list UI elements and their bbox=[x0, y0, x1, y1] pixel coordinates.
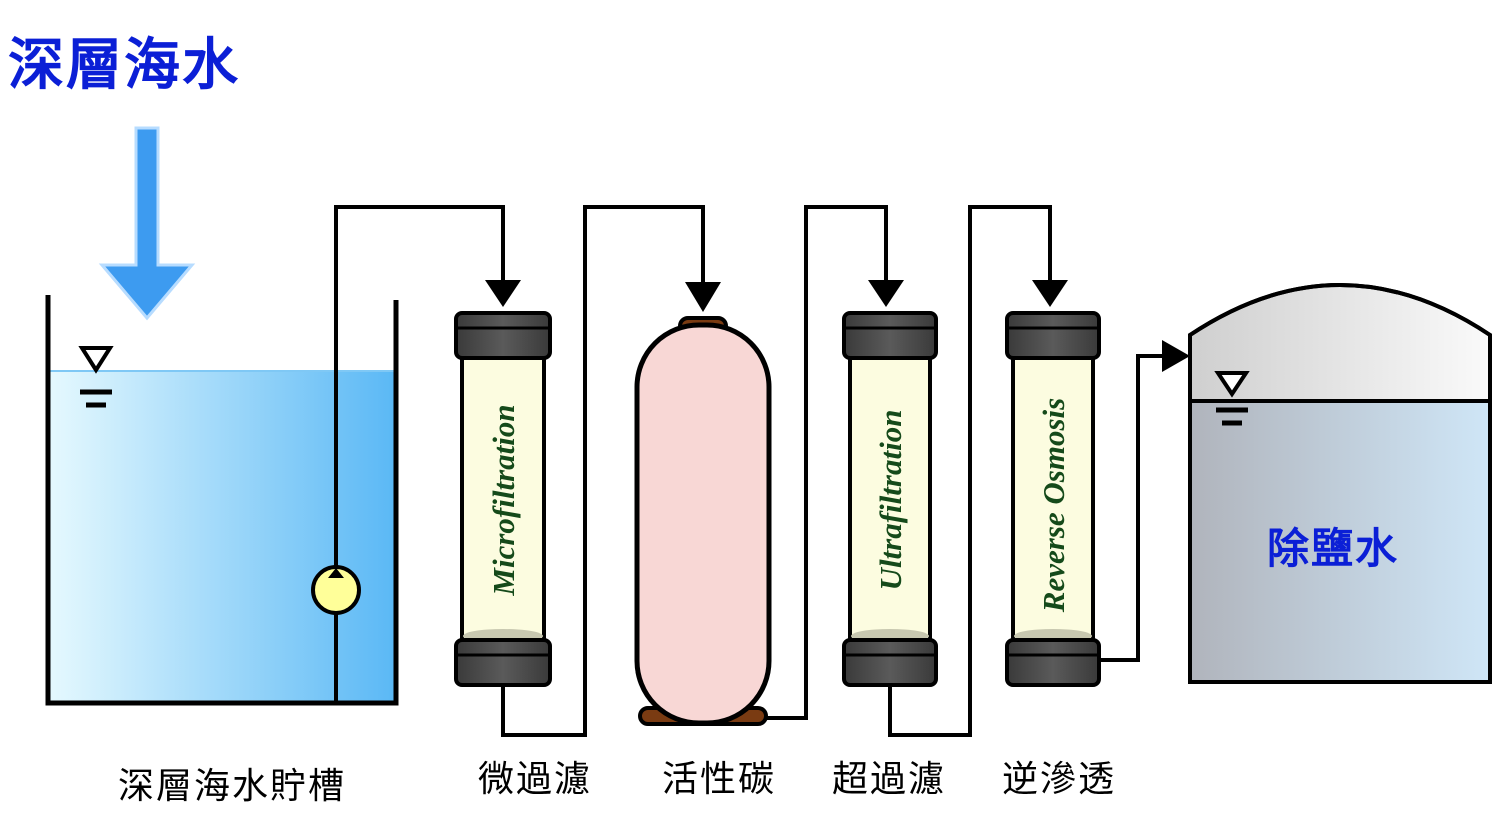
product-level-icon bbox=[1214, 371, 1250, 426]
pipe-mf-to-ac bbox=[501, 205, 705, 737]
ultrafiltration-cartridge: Ultrafiltration bbox=[842, 311, 938, 687]
seawater-inflow-arrow-icon bbox=[98, 126, 196, 321]
arrow-into-product-icon bbox=[1162, 340, 1190, 372]
pipe-tank-to-mf bbox=[334, 205, 505, 703]
mf-label: 微過濾 bbox=[478, 759, 593, 800]
microfiltration-cartridge: Microfiltration bbox=[454, 311, 552, 687]
pump-icon bbox=[311, 565, 361, 615]
pipe-uf-to-ro bbox=[888, 205, 1052, 737]
pipe-ro-to-product bbox=[1099, 354, 1170, 662]
arrow-into-ro-icon bbox=[1032, 280, 1068, 307]
activated-carbon-vessel bbox=[634, 316, 772, 726]
ac-label: 活性碳 bbox=[662, 759, 777, 800]
product-label: 除鹽水 bbox=[1267, 524, 1400, 573]
pipe-ac-to-uf bbox=[766, 205, 888, 720]
demineralized-water-tank bbox=[1188, 283, 1492, 684]
arrow-into-mf-icon bbox=[485, 280, 521, 307]
tank-water bbox=[48, 371, 396, 703]
ro-label: 逆滲透 bbox=[1002, 759, 1117, 800]
reverse-osmosis-cartridge: Reverse Osmosis bbox=[1005, 311, 1101, 687]
mf-membrane-label: Microfiltration bbox=[486, 404, 521, 596]
uf-membrane-label: Ultrafiltration bbox=[873, 410, 908, 591]
seawater-storage-tank bbox=[45, 295, 399, 706]
uf-label: 超過濾 bbox=[832, 759, 947, 800]
water-level-icon bbox=[78, 346, 114, 408]
tank-label: 深層海水貯槽 bbox=[118, 766, 347, 807]
arrow-into-ac-icon bbox=[685, 282, 721, 312]
source-title: 深層海水 bbox=[8, 32, 240, 98]
ro-membrane-label: Reverse Osmosis bbox=[1036, 398, 1071, 613]
product-water bbox=[1190, 401, 1490, 682]
arrow-into-uf-icon bbox=[868, 280, 904, 307]
